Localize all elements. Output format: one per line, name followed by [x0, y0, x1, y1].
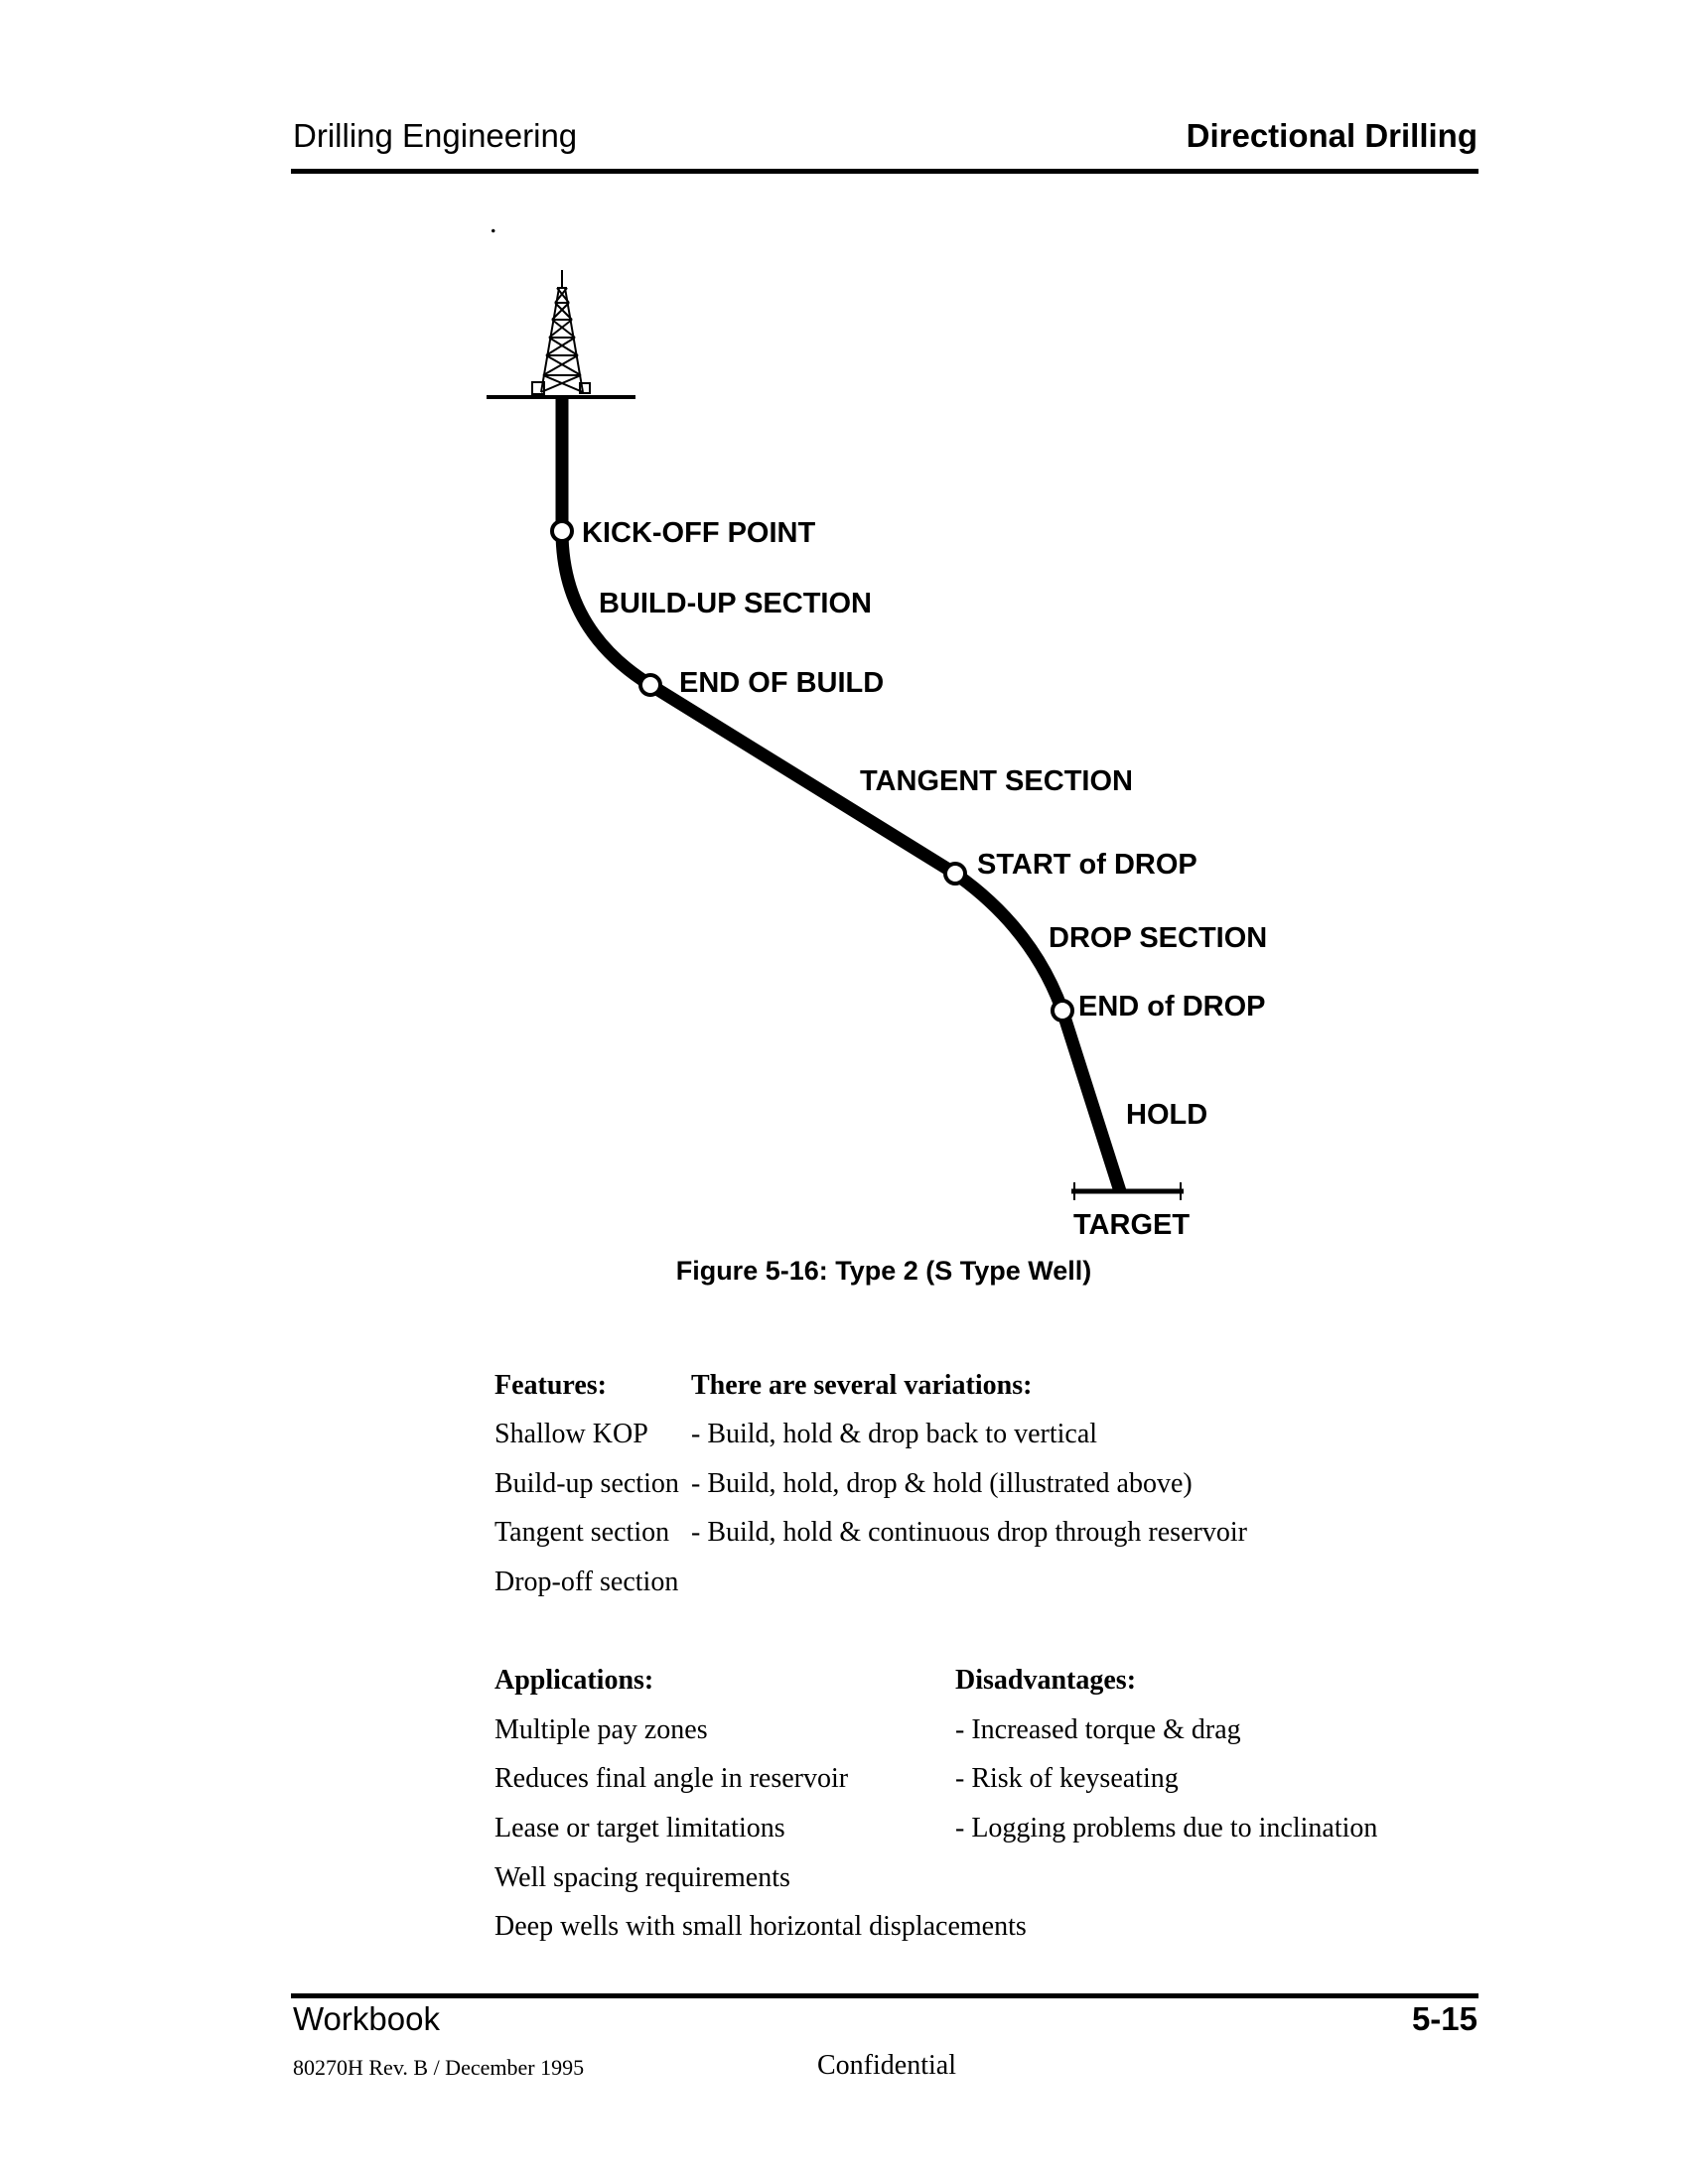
label-start-of-drop: START of DROP	[977, 849, 1197, 881]
variation-item: - Build, hold & continuous drop through …	[691, 1517, 1247, 1548]
header-rule	[291, 169, 1478, 174]
footer-rule	[291, 1993, 1478, 1998]
end-of-build-marker	[638, 673, 662, 697]
revision-note: 80270H Rev. B / December 1995	[293, 2055, 585, 2080]
start-of-drop-marker	[943, 862, 967, 886]
variation-item: - Build, hold & drop back to vertical	[691, 1419, 1098, 1449]
header-title-right: Directional Drilling	[1186, 117, 1477, 154]
variation-item: - Build, hold, drop & hold (illustrated …	[691, 1468, 1193, 1499]
header-title-left: Drilling Engineering	[293, 117, 578, 154]
end-of-drop-marker	[1051, 999, 1074, 1023]
disadvantages-heading: Disadvantages:	[955, 1665, 1137, 1696]
target-marker	[1071, 1182, 1184, 1200]
drilling-rig-icon	[531, 270, 591, 395]
label-end-of-build: END OF BUILD	[679, 667, 884, 699]
label-target: TARGET	[1073, 1209, 1190, 1241]
disadvantage-item: - Logging problems due to inclination	[955, 1813, 1378, 1843]
application-item: Well spacing requirements	[494, 1862, 790, 1893]
page-number: 5-15	[1411, 2000, 1477, 2037]
label-tangent-section: TANGENT SECTION	[860, 765, 1133, 797]
confidential-label: Confidential	[817, 2050, 956, 2081]
disadvantage-item: - Increased torque & drag	[955, 1714, 1241, 1745]
application-item: Reduces final angle in reservoir	[494, 1763, 849, 1794]
label-end-of-drop: END of DROP	[1078, 991, 1266, 1023]
feature-item: Drop-off section	[494, 1567, 679, 1597]
application-item: Multiple pay zones	[494, 1714, 708, 1745]
feature-item: Shallow KOP	[494, 1419, 648, 1449]
stray-mark: .	[490, 206, 497, 239]
footer-workbook-label: Workbook	[293, 2000, 440, 2037]
label-hold: HOLD	[1126, 1099, 1207, 1131]
well-profile-diagram: KICK-OFF POINT BUILD-UP SECTION END OF B…	[487, 270, 1267, 1241]
well-path	[555, 397, 1127, 1193]
feature-item: Tangent section	[494, 1517, 670, 1548]
label-kick-off-point: KICK-OFF POINT	[582, 517, 815, 549]
label-drop-section: DROP SECTION	[1049, 922, 1267, 954]
applications-heading: Applications:	[494, 1665, 654, 1696]
disadvantage-item: - Risk of keyseating	[955, 1763, 1179, 1794]
feature-item: Build-up section	[494, 1468, 679, 1499]
label-build-up-section: BUILD-UP SECTION	[599, 588, 872, 619]
application-item: Lease or target limitations	[494, 1813, 785, 1843]
figure-caption: Figure 5-16: Type 2 (S Type Well)	[675, 1256, 1092, 1286]
application-item: Deep wells with small horizontal displac…	[494, 1911, 1027, 1942]
features-heading: Features:	[494, 1370, 607, 1401]
kick-off-point-marker	[550, 519, 574, 543]
features-intro: There are several variations:	[691, 1370, 1033, 1401]
